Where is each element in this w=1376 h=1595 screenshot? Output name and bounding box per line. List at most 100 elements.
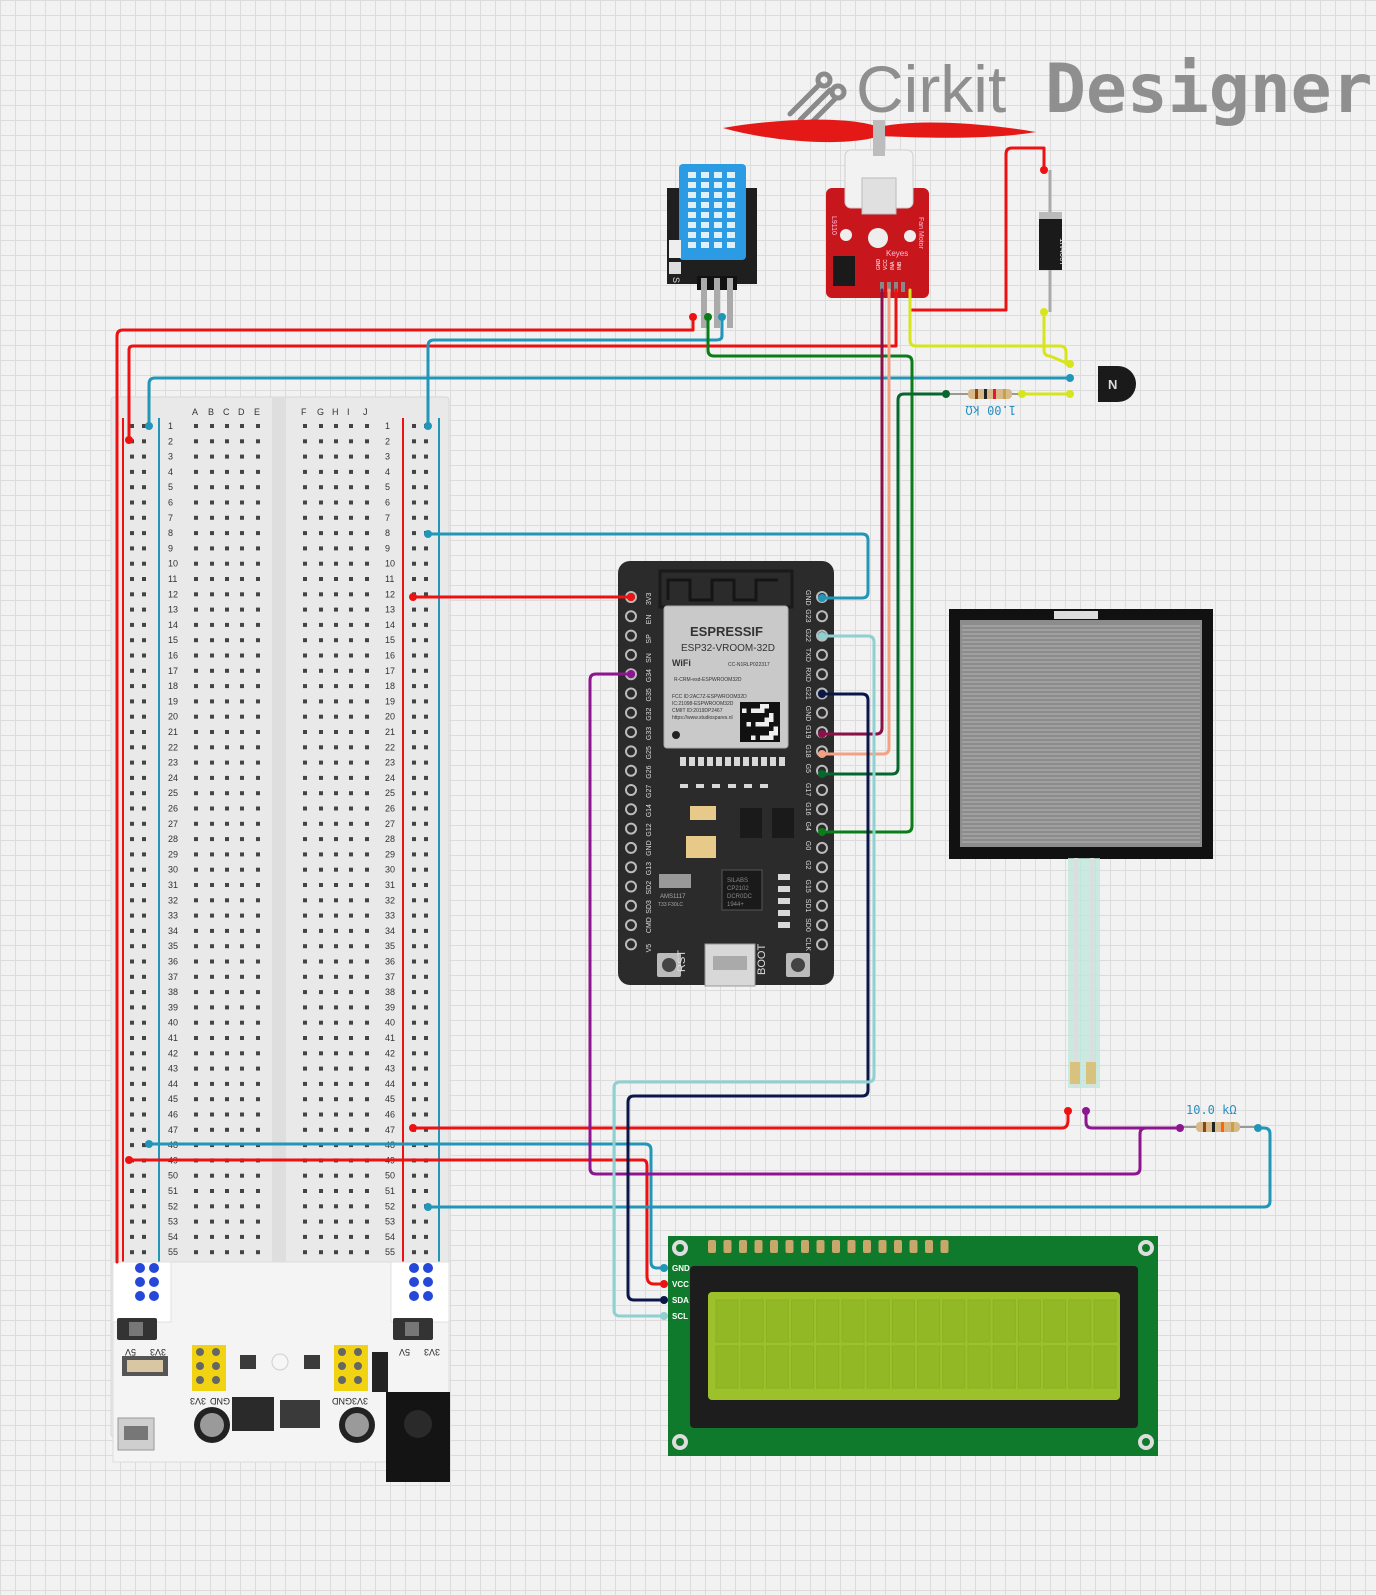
breadboard-hole[interactable] xyxy=(349,852,353,857)
breadboard-hole[interactable] xyxy=(319,852,323,857)
breadboard-hole[interactable] xyxy=(349,760,353,765)
wire-endpoint[interactable] xyxy=(145,1140,153,1148)
rail-hole[interactable] xyxy=(130,745,134,750)
breadboard-hole[interactable] xyxy=(334,898,338,903)
wire-fsr-r2[interactable] xyxy=(1084,1109,1182,1130)
rail-hole[interactable] xyxy=(142,638,146,643)
breadboard-hole[interactable] xyxy=(319,714,323,719)
wire-endpoint[interactable] xyxy=(818,750,826,758)
breadboard-hole[interactable] xyxy=(240,1173,244,1178)
rail-hole[interactable] xyxy=(142,806,146,811)
breadboard-hole[interactable] xyxy=(303,546,307,551)
breadboard-hole[interactable] xyxy=(319,1173,323,1178)
breadboard-hole[interactable] xyxy=(319,1005,323,1010)
rail-hole[interactable] xyxy=(142,592,146,597)
breadboard-hole[interactable] xyxy=(240,1234,244,1239)
breadboard-hole[interactable] xyxy=(225,1127,229,1132)
rail-hole[interactable] xyxy=(130,1020,134,1025)
rail-hole[interactable] xyxy=(142,1234,146,1239)
rail-hole[interactable] xyxy=(424,546,428,551)
breadboard-hole[interactable] xyxy=(210,622,214,627)
rail-hole[interactable] xyxy=(142,730,146,734)
breadboard-hole[interactable] xyxy=(334,653,338,658)
breadboard-hole[interactable] xyxy=(210,668,214,673)
rail-hole[interactable] xyxy=(412,883,416,887)
wire-endpoint[interactable] xyxy=(818,594,826,602)
wire-fan-ina[interactable] xyxy=(820,288,891,756)
breadboard-hole[interactable] xyxy=(240,1036,244,1040)
rail-hole[interactable] xyxy=(142,898,146,903)
breadboard-hole[interactable] xyxy=(210,638,214,643)
breadboard-hole[interactable] xyxy=(319,867,323,872)
rail-hole[interactable] xyxy=(412,531,416,536)
breadboard-hole[interactable] xyxy=(225,928,229,933)
breadboard-hole[interactable] xyxy=(365,638,369,643)
rail-hole[interactable] xyxy=(424,592,428,597)
breadboard-hole[interactable] xyxy=(303,485,307,490)
rail-hole[interactable] xyxy=(424,439,428,444)
breadboard-hole[interactable] xyxy=(334,928,338,933)
rail-hole[interactable] xyxy=(424,653,428,658)
breadboard-hole[interactable] xyxy=(303,730,307,734)
wire-motor-gnd-collector[interactable] xyxy=(908,288,1072,366)
breadboard-hole[interactable] xyxy=(225,531,229,536)
breadboard-hole[interactable] xyxy=(256,607,260,612)
breadboard-hole[interactable] xyxy=(334,531,338,536)
breadboard-hole[interactable] xyxy=(334,867,338,872)
breadboard-hole[interactable] xyxy=(194,837,198,842)
breadboard-hole[interactable] xyxy=(303,745,307,750)
breadboard-hole[interactable] xyxy=(240,990,244,995)
rail-hole[interactable] xyxy=(424,714,428,719)
rail-hole[interactable] xyxy=(130,1173,134,1178)
breadboard-hole[interactable] xyxy=(240,469,244,474)
rail-hole[interactable] xyxy=(424,500,428,505)
fan-pin[interactable] xyxy=(887,282,891,292)
rail-hole[interactable] xyxy=(142,454,146,459)
breadboard-hole[interactable] xyxy=(334,1066,338,1071)
breadboard-hole[interactable] xyxy=(210,974,214,979)
breadboard-hole[interactable] xyxy=(240,974,244,979)
breadboard-hole[interactable] xyxy=(365,1250,369,1255)
wire-endpoint[interactable] xyxy=(660,1264,668,1272)
breadboard-hole[interactable] xyxy=(334,1036,338,1040)
breadboard-hole[interactable] xyxy=(256,1204,260,1209)
breadboard-hole[interactable] xyxy=(210,653,214,658)
breadboard-hole[interactable] xyxy=(365,1127,369,1132)
rail-hole[interactable] xyxy=(130,577,134,581)
wire-fsr-signal[interactable] xyxy=(588,672,1182,1176)
breadboard-hole[interactable] xyxy=(349,1005,353,1010)
breadboard-hole[interactable] xyxy=(256,928,260,933)
breadboard-hole[interactable] xyxy=(319,928,323,933)
breadboard-hole[interactable] xyxy=(225,760,229,765)
breadboard-hole[interactable] xyxy=(210,944,214,949)
jumper-pin[interactable] xyxy=(409,1277,419,1287)
breadboard-hole[interactable] xyxy=(365,607,369,612)
breadboard-hole[interactable] xyxy=(303,760,307,765)
rail-hole[interactable] xyxy=(412,974,416,979)
rail-hole[interactable] xyxy=(130,699,134,704)
breadboard-hole[interactable] xyxy=(349,990,353,995)
esp32-pin-sd3[interactable] xyxy=(625,899,637,912)
breadboard-hole[interactable] xyxy=(334,469,338,474)
breadboard-hole[interactable] xyxy=(349,1204,353,1209)
rail-hole[interactable] xyxy=(412,913,416,918)
breadboard-hole[interactable] xyxy=(349,485,353,490)
breadboard-hole[interactable] xyxy=(194,928,198,933)
rail-hole[interactable] xyxy=(130,883,134,887)
rail-hole[interactable] xyxy=(142,1097,146,1102)
breadboard-hole[interactable] xyxy=(303,791,307,796)
breadboard-hole[interactable] xyxy=(334,806,338,811)
wire-endpoint[interactable] xyxy=(689,313,697,321)
breadboard-hole[interactable] xyxy=(240,439,244,444)
rail-hole[interactable] xyxy=(130,944,134,949)
breadboard-hole[interactable] xyxy=(256,454,260,459)
wire-gnd-transistor[interactable] xyxy=(147,376,1072,428)
rail-hole[interactable] xyxy=(142,439,146,444)
breadboard-hole[interactable] xyxy=(365,469,369,474)
lcd-header-pin[interactable] xyxy=(894,1240,902,1253)
breadboard-hole[interactable] xyxy=(349,730,353,734)
breadboard-hole[interactable] xyxy=(256,806,260,811)
breadboard-hole[interactable] xyxy=(225,439,229,444)
breadboard-hole[interactable] xyxy=(349,745,353,750)
breadboard-hole[interactable] xyxy=(365,1173,369,1178)
